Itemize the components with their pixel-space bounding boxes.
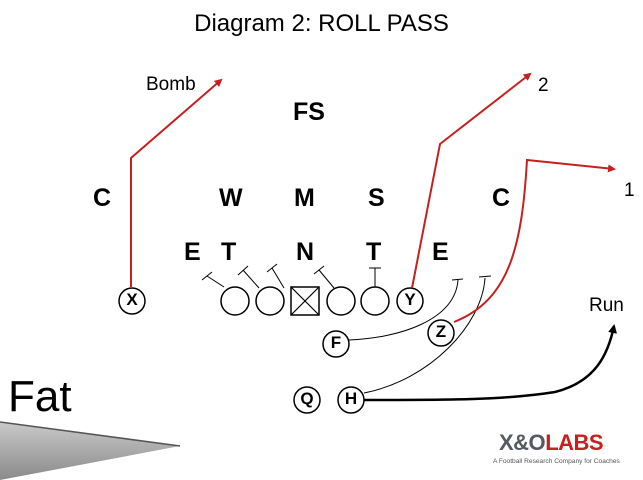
- logo-labs: LABS: [545, 430, 604, 455]
- player-q-label: Q: [300, 389, 314, 408]
- defender-c-left: C: [93, 184, 112, 212]
- diagram-title: Diagram 2: ROLL PASS: [194, 10, 449, 37]
- defender-m: M: [294, 184, 315, 212]
- defender-t-right: T: [366, 238, 382, 266]
- logo-xo: X&O: [499, 430, 546, 455]
- route-label-bomb: Bomb: [146, 74, 196, 95]
- xo-labs-logo: X&OLABS A Football Research Company for …: [493, 430, 641, 476]
- logo-wordmark: X&OLABS: [499, 430, 604, 456]
- defender-s: S: [368, 184, 385, 212]
- route-label-1: 1: [624, 180, 635, 201]
- route-label-2: 2: [538, 75, 549, 96]
- left-guard-circle: [255, 286, 285, 316]
- route-label-run: Run: [589, 295, 624, 316]
- defender-fs: FS: [293, 98, 325, 126]
- blocking-marks: [201, 263, 381, 289]
- run-path: [363, 324, 617, 402]
- bomb-route: [130, 78, 223, 288]
- left-tackle-circle: [220, 286, 250, 316]
- player-y-label: Y: [404, 290, 416, 309]
- right-tackle-circle: [360, 286, 390, 316]
- h-block-bar: [478, 275, 492, 278]
- defender-c-right: C: [492, 184, 511, 212]
- right-guard-circle: [326, 286, 356, 316]
- defender-e-right: E: [432, 238, 449, 266]
- route-1: [453, 158, 616, 323]
- formation-name: Fat: [8, 372, 72, 421]
- player-h-label: H: [344, 389, 358, 408]
- defender-n: N: [296, 238, 315, 266]
- player-q-circle: [293, 386, 321, 414]
- logo-tagline: A Football Research Company for Coaches: [493, 458, 620, 465]
- h-block-path: [363, 277, 486, 394]
- f-block-bar: [451, 278, 464, 281]
- defender-t-left: T: [221, 238, 237, 266]
- f-block-path: [348, 279, 459, 341]
- player-f-circle: [322, 330, 350, 358]
- player-z-circle: [427, 319, 455, 347]
- decorative-slash-edge: [0, 421, 181, 447]
- player-f-label: F: [330, 333, 342, 352]
- defender-w: W: [219, 184, 243, 212]
- center-cross-b: [290, 286, 320, 316]
- route-2: [411, 72, 532, 289]
- player-x-label: X: [126, 290, 138, 309]
- player-z-label: Z: [435, 322, 447, 341]
- player-y-circle: [396, 287, 424, 315]
- defender-e-left: E: [184, 238, 201, 266]
- decorative-slash: [0, 422, 180, 480]
